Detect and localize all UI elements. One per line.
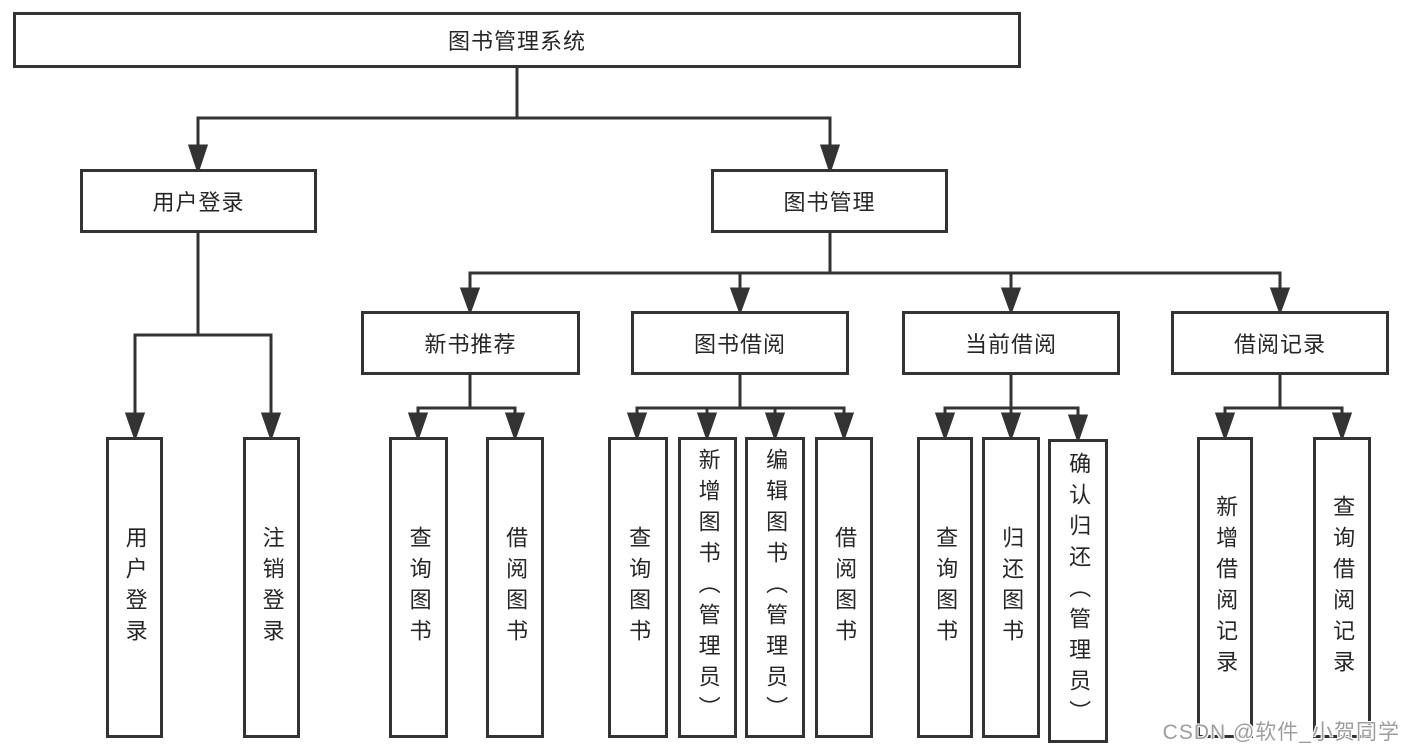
leaf-edit-books-admin: 编辑图书（管理员） bbox=[745, 437, 805, 738]
node-borrow-records: 借阅记录 bbox=[1171, 311, 1389, 375]
leaf-borrow-books-label: 借阅图书 bbox=[503, 525, 529, 650]
leaf-confirm-return-admin: 确认归还（管理员） bbox=[1048, 439, 1108, 743]
leaf-query-borrow-record-label: 查询借阅记录 bbox=[1330, 494, 1356, 681]
leaf-confirm-return-admin-label: 确认归还（管理员） bbox=[1066, 451, 1092, 731]
leaf-return-books: 归还图书 bbox=[982, 437, 1040, 738]
leaf-logout-label: 注销登录 bbox=[259, 525, 285, 650]
leaf-add-borrow-record-label: 新增借阅记录 bbox=[1213, 494, 1239, 681]
leaf-return-books-label: 归还图书 bbox=[999, 525, 1025, 650]
leaf-query-books: 查询图书 bbox=[917, 437, 973, 738]
leaf-borrow-books: 借阅图书 bbox=[486, 437, 544, 738]
node-new-book-recommend: 新书推荐 bbox=[361, 311, 580, 375]
node-current-borrowing: 当前借阅 bbox=[902, 311, 1120, 375]
leaf-query-books-label: 查询图书 bbox=[933, 525, 959, 650]
leaf-borrow-books: 借阅图书 bbox=[815, 437, 873, 738]
node-user-login: 用户登录 bbox=[80, 169, 317, 233]
node-book-mgmt: 图书管理 bbox=[711, 169, 948, 233]
leaf-query-books: 查询图书 bbox=[608, 437, 668, 738]
node-root-system: 图书管理系统 bbox=[13, 12, 1021, 68]
leaf-add-books-admin: 新增图书（管理员） bbox=[678, 437, 737, 738]
connector-current-borrow-group bbox=[934, 375, 1089, 444]
connector-user-login-branch bbox=[124, 233, 282, 442]
connector-borrow-records-group bbox=[1214, 375, 1353, 442]
csdn-watermark: CSDN @软件_小贺同学 bbox=[1162, 721, 1400, 744]
leaf-edit-books-admin-label: 编辑图书（管理员） bbox=[763, 448, 789, 727]
leaf-query-books-label: 查询图书 bbox=[406, 525, 432, 650]
leaf-query-books-label: 查询图书 bbox=[626, 525, 652, 650]
leaf-add-borrow-record: 新增借阅记录 bbox=[1197, 437, 1253, 738]
leaf-query-borrow-record: 查询借阅记录 bbox=[1313, 437, 1371, 738]
leaf-logout: 注销登录 bbox=[243, 437, 300, 738]
leaf-user-login-label: 用户登录 bbox=[122, 525, 148, 650]
connector-new-book-group bbox=[407, 375, 526, 442]
node-book-borrowing: 图书借阅 bbox=[631, 311, 849, 375]
leaf-add-books-admin-label: 新增图书（管理员） bbox=[695, 448, 721, 727]
connector-root-split bbox=[187, 68, 841, 175]
leaf-borrow-books-label: 借阅图书 bbox=[832, 525, 858, 650]
leaf-query-books: 查询图书 bbox=[389, 437, 448, 738]
connector-book-borrow-group bbox=[626, 375, 855, 442]
connector-book-mgmt-branch bbox=[459, 233, 1291, 316]
leaf-user-login: 用户登录 bbox=[106, 437, 163, 738]
